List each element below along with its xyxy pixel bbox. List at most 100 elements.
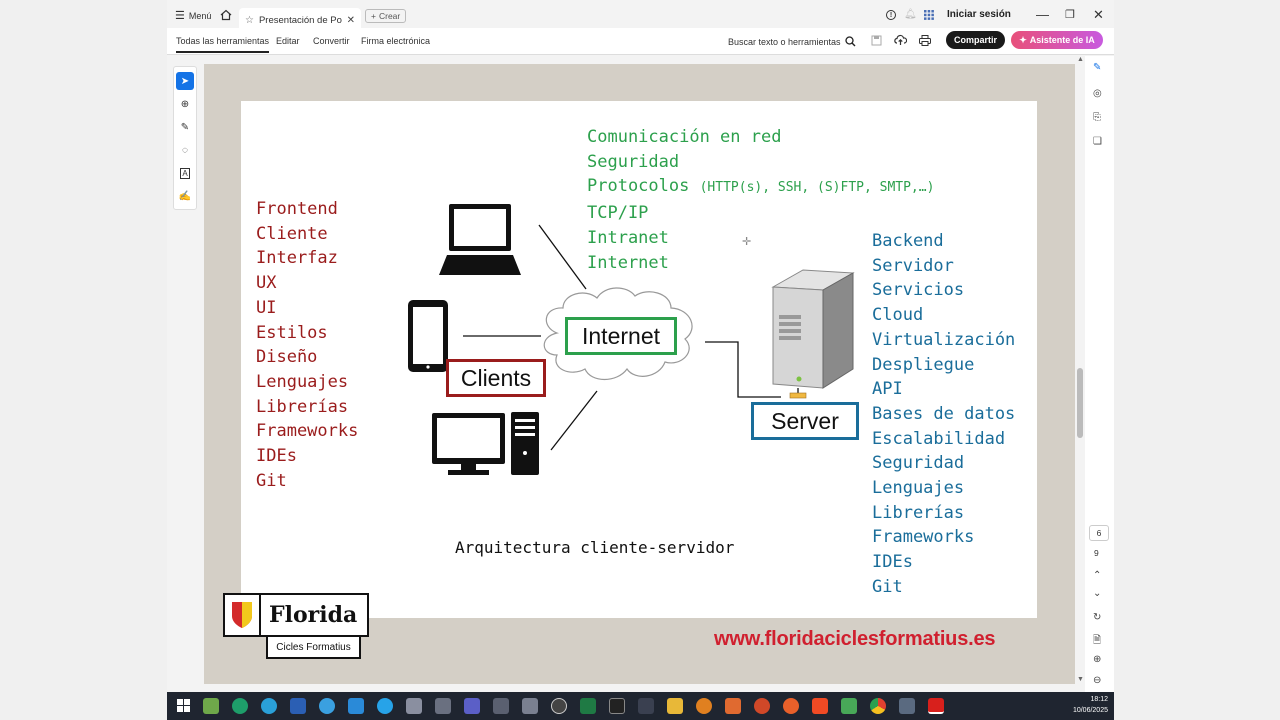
pages-icon[interactable]: ❏ [1093,136,1102,147]
create-button[interactable]: + Crear [365,9,407,23]
terminal-icon[interactable] [609,698,625,714]
scrollbar-thumb[interactable] [1077,368,1083,438]
vertical-scrollbar[interactable]: ▲ ▼ [1075,56,1085,686]
backend-topic: Servicios [872,280,965,301]
network-topic: TCP/IP [587,203,649,224]
tab-all-tools[interactable]: Todas las herramientas [176,36,270,53]
excel-icon[interactable] [580,698,596,714]
desktop-right-margin [1114,0,1280,720]
taskbar-app-icon[interactable] [522,698,538,714]
server-connector-line [705,341,781,398]
logo-shield-icon [225,595,261,635]
frontend-topic: Librerías [256,396,349,417]
home-button[interactable] [220,9,232,23]
highlight-tool-button[interactable]: ✎ [176,118,194,136]
cloud-upload-icon[interactable] [894,34,907,46]
backend-topic: Virtualización [872,329,1016,350]
slide-caption: Arquitectura cliente-servidor [455,538,735,557]
vscode-icon[interactable] [348,698,364,714]
taskbar-app-icon[interactable] [377,698,393,714]
taskbar-app-icon[interactable] [232,698,248,714]
brave-icon[interactable] [812,698,828,714]
tab-e-signature[interactable]: Firma electrónica [361,36,431,46]
taskbar-app-icon[interactable] [203,698,219,714]
taskbar-app-icon[interactable] [696,698,712,714]
teams-icon[interactable] [464,698,480,714]
close-window-icon[interactable]: ✕ [1093,7,1104,22]
document-info-icon[interactable]: 🗎︎ [1093,635,1102,646]
refresh-icon[interactable]: ↻ [1093,612,1102,623]
zoom-tool-button[interactable]: ⊕ [176,95,194,113]
laptop-connector-line [538,224,587,290]
close-tab-icon[interactable]: ✕ [346,14,355,26]
ai-sparkle-icon: ✦ [1019,34,1027,45]
minimize-icon[interactable]: — [1036,7,1049,22]
help-icon[interactable]: ! [886,10,896,20]
bookmark-icon[interactable]: ⎘ [1093,112,1101,123]
print-icon[interactable] [919,35,931,46]
clients-label: Clients [446,359,546,397]
comment-icon[interactable]: ◎ [1093,88,1102,99]
word-icon[interactable] [290,698,306,714]
share-button[interactable]: Compartir [946,31,1005,49]
zoom-out-icon[interactable]: ⊖ [1093,675,1102,686]
taskbar-app-icon[interactable] [493,698,509,714]
desktop-connector-line [550,390,598,451]
signature-tool-button[interactable]: ✍ [176,187,194,205]
network-topics-list: Comunicación en red Seguridad Protocolos… [587,125,934,275]
apps-grid-icon[interactable] [924,10,934,20]
restore-icon[interactable]: ❐ [1065,9,1075,21]
scroll-up-icon[interactable]: ▲ [1077,56,1084,63]
windows-start-icon[interactable] [177,699,190,712]
logo-box: Florida [223,593,369,637]
backend-topic: Servidor [872,255,954,276]
server-tower-icon [771,269,855,399]
page-total: 9 [1094,548,1099,558]
tab-edit[interactable]: Editar [276,36,300,46]
frontend-topic: Frameworks [256,421,359,442]
firefox-icon[interactable] [783,698,799,714]
sign-in-link[interactable]: Iniciar sesión [947,9,1011,20]
frontend-topic: Estilos [256,322,328,343]
save-icon[interactable] [871,35,882,46]
taskbar-app-icon[interactable] [319,698,335,714]
ai-assistant-button[interactable]: ✦ Asistente de IA [1011,31,1103,49]
next-page-icon[interactable]: ⌄ [1093,588,1102,599]
taskbar-app-icon[interactable] [406,698,422,714]
draw-tool-button[interactable]: ◌ [176,141,194,159]
internet-label: Internet [565,317,677,355]
star-icon[interactable]: ☆ [245,14,254,26]
taskbar-app-icon[interactable] [551,698,567,714]
tab-convert[interactable]: Convertir [313,36,350,46]
backend-topic: Escalabilidad [872,428,1006,449]
taskbar-app-icon[interactable] [841,698,857,714]
taskbar-app-icon[interactable] [899,698,915,714]
taskbar-app-icon[interactable] [754,698,770,714]
taskbar-app-icon[interactable] [638,698,654,714]
desktop-left-margin [0,0,167,720]
document-canvas[interactable]: Comunicación en red Seguridad Protocolos… [204,64,1075,684]
file-explorer-icon[interactable] [667,698,683,714]
page-number-input[interactable]: 6 [1089,525,1109,541]
taskbar-app-icon[interactable] [435,698,451,714]
menu-button[interactable]: ☰ Menú [175,10,211,21]
ai-assistant-label: Asistente de IA [1029,35,1095,45]
chrome-icon[interactable] [870,698,886,714]
edge-icon[interactable] [261,698,277,714]
system-clock[interactable]: 18:12 10/06/2025 [1073,694,1108,716]
architecture-diagram [408,204,855,475]
backend-topic: IDEs [872,552,913,573]
edit-pdf-icon[interactable]: ✎ [1093,62,1102,73]
taskbar-app-icon[interactable] [725,698,741,714]
select-tool-button[interactable]: ➤ [176,72,194,90]
home-icon [220,9,232,21]
scroll-down-icon[interactable]: ▼ [1077,676,1084,683]
bell-icon[interactable]: 🔔︎ [904,9,917,20]
zoom-in-icon[interactable]: ⊕ [1093,654,1102,665]
acrobat-icon[interactable] [928,698,944,714]
desktop-computer-icon [432,412,539,475]
text-tool-button[interactable]: A [176,164,194,182]
search-tools-button[interactable]: Buscar texto o herramientas [728,36,856,47]
previous-page-icon[interactable]: ⌃ [1093,570,1102,581]
